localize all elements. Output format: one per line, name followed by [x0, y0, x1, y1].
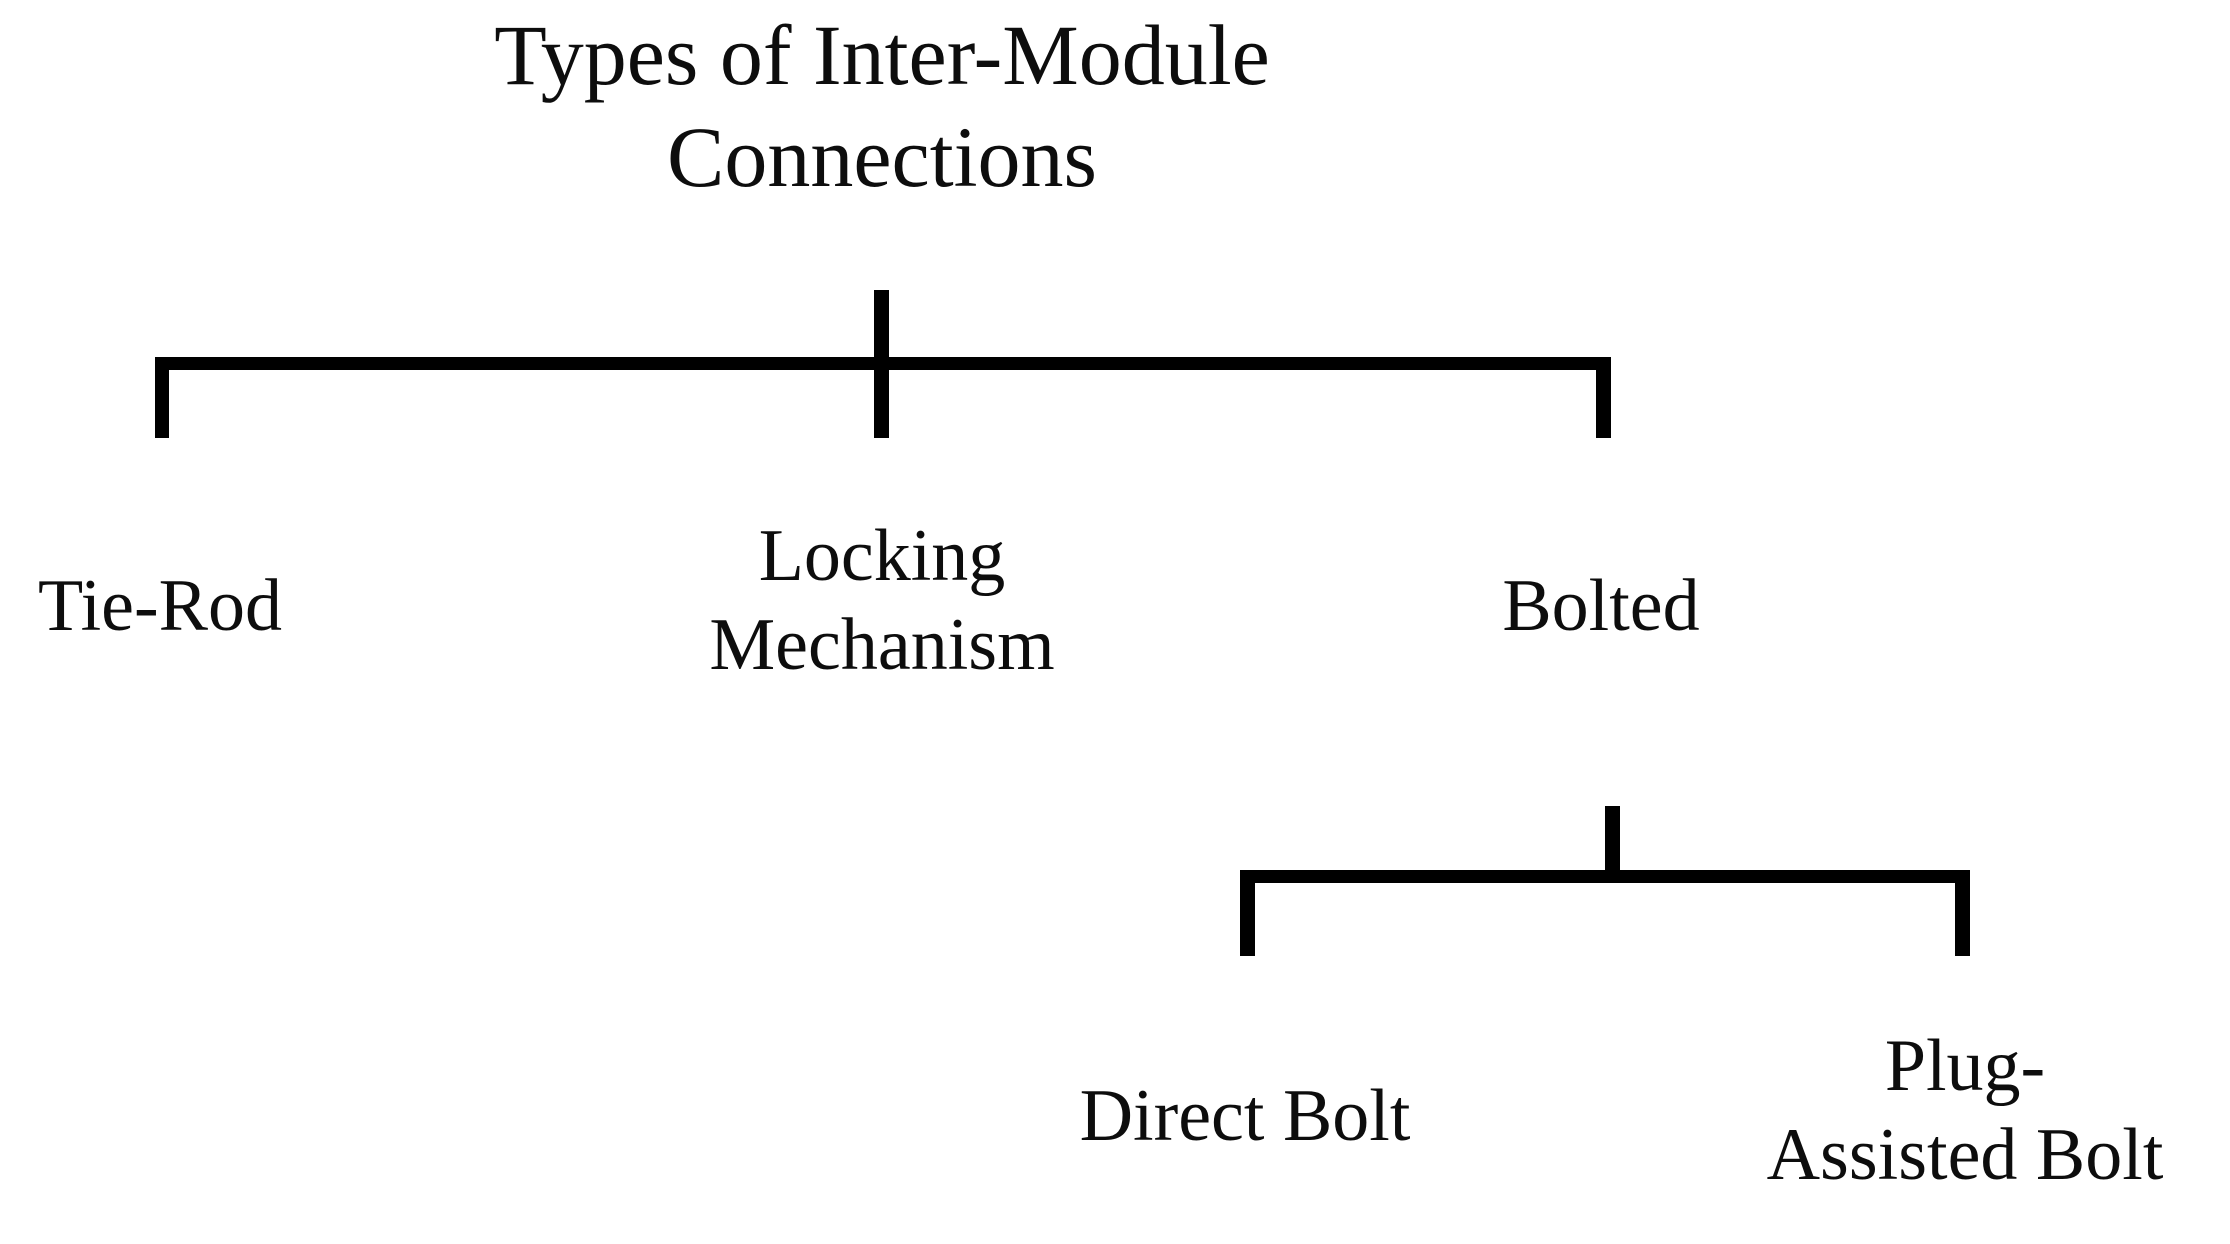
root-horizontal-bracket-connector — [155, 357, 1611, 370]
bolted-branch-right-connector — [1955, 870, 1970, 956]
bolted-stem-connector — [1605, 806, 1620, 880]
node-label-bolted: Bolted — [1502, 565, 1700, 647]
node-label-tie-rod: Tie-Rod — [37, 565, 282, 647]
node-label-direct-bolt: Direct Bolt — [1079, 1075, 1411, 1157]
node-label-plug-assisted-bolt: Plug- Assisted Bolt — [1766, 1025, 2164, 1196]
root-branch-right-connector — [1596, 357, 1611, 438]
bolted-horizontal-bracket-connector — [1240, 870, 1970, 883]
root-stem-lower-connector — [874, 364, 889, 438]
node-label-locking-mechanism: Locking Mechanism — [709, 515, 1055, 686]
root-branch-left-connector — [155, 357, 169, 438]
diagram-title: Types of Inter-Module Connections — [494, 7, 1270, 206]
bolted-branch-left-connector — [1240, 870, 1255, 956]
root-stem-upper-connector — [874, 290, 889, 365]
